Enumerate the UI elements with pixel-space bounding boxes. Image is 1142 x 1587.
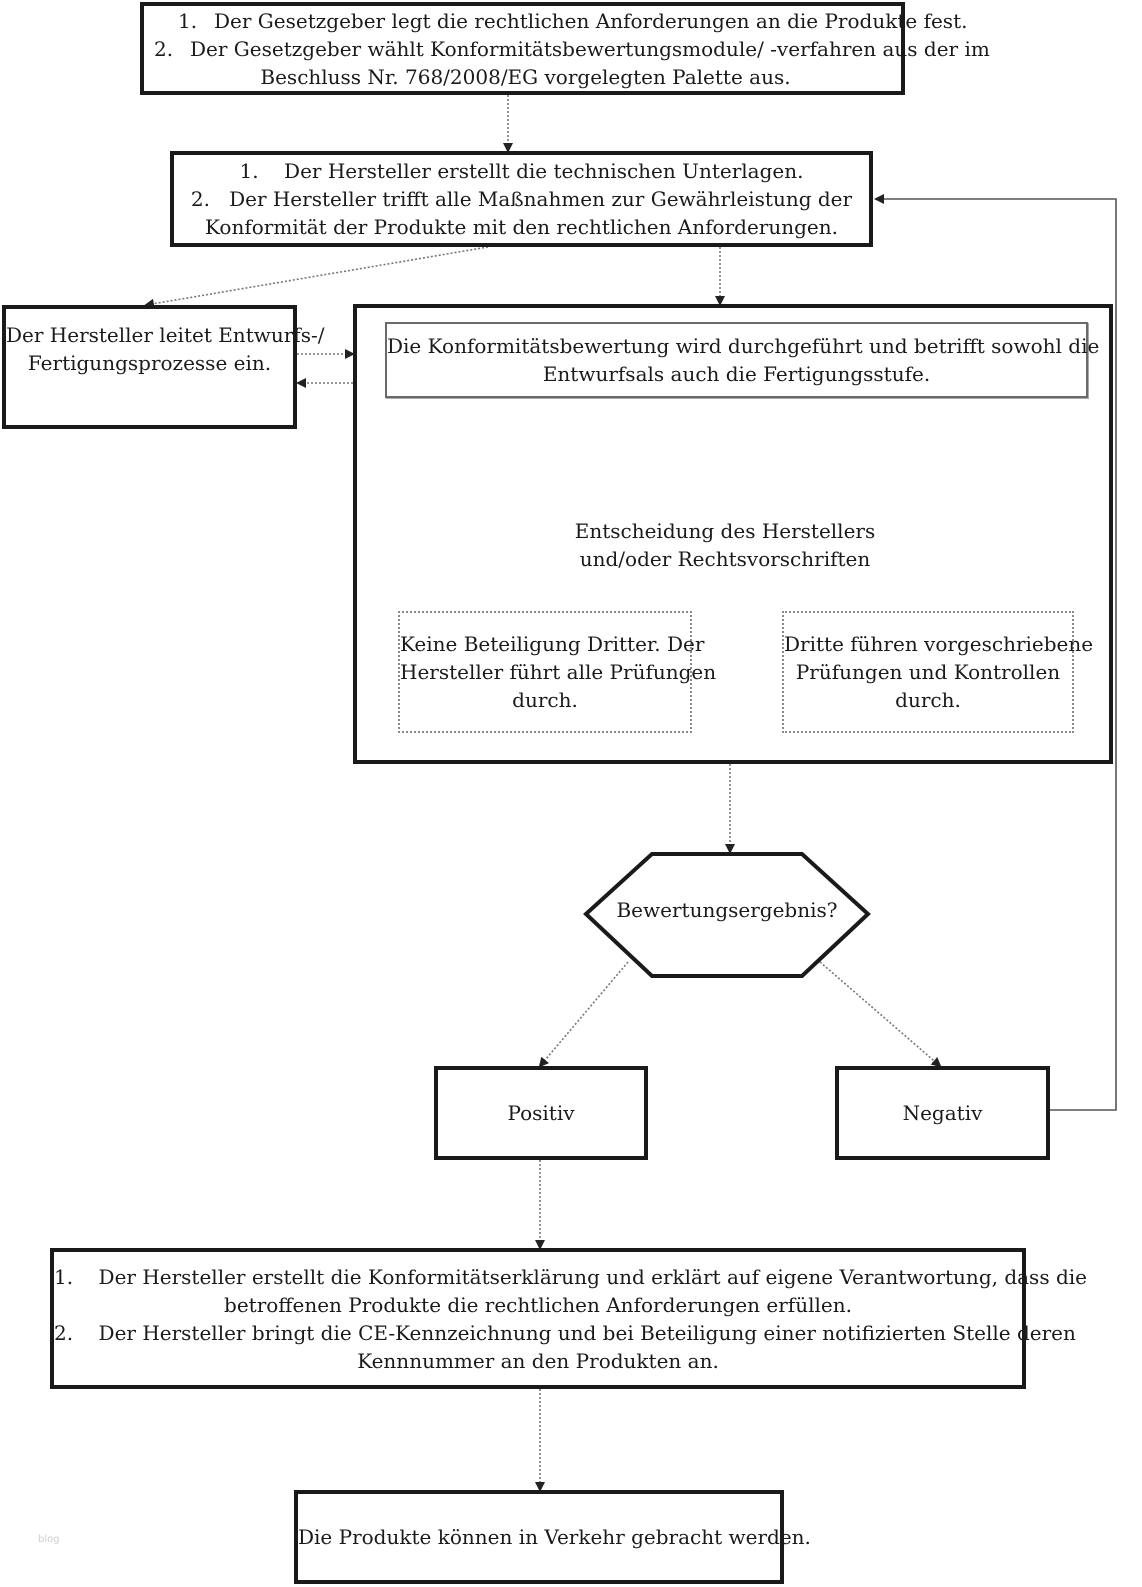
legislator-item-2: 2.Der Gesetzgeber wählt Konformitätsbewe… — [154, 36, 990, 61]
option-b-line-1: Dritte führen vorgeschriebene — [784, 632, 1094, 656]
arrow-negative-loop — [874, 194, 1117, 1111]
watermark: blog — [38, 1534, 60, 1545]
option-a-line-2: Hersteller führt alle Prüfungen — [400, 660, 717, 684]
negative-box: Negativ — [835, 1066, 1050, 1160]
design-process-box: Der Hersteller leitet Entwurfs-/ Fertigu… — [2, 305, 325, 429]
decision-line-1: Entscheidung des Herstellers — [574, 519, 876, 543]
option-a-line-3: durch. — [512, 688, 578, 712]
declaration-item-1-continuation: betroffenen Produkte die rechtlichen Anf… — [224, 1292, 852, 1317]
final-box: Die Produkte können in Verkehr gebracht … — [294, 1490, 811, 1584]
positive-box: Positiv — [434, 1066, 648, 1160]
result-label: Bewertungsergebnis? — [616, 898, 838, 922]
assessment-box: Die Konformitätsbewertung wird durchgefü… — [385, 322, 1100, 398]
legislator-continuation: Beschluss Nr. 768/2008/EG vorgelegten Pa… — [260, 64, 791, 89]
decision-line-2: und/oder Rechtsvorschriften — [579, 547, 871, 571]
option-a-line-1: Keine Beteiligung Dritter. Der — [400, 632, 705, 656]
arrow-result-positive — [538, 961, 629, 1068]
manufacturer-docs-box: 1. Der Hersteller erstellt die technisch… — [170, 151, 873, 247]
declaration-item-2-continuation: Kennnummer an den Produkten an. — [357, 1348, 719, 1373]
option-b-line-2: Prüfungen und Kontrollen — [795, 660, 1061, 684]
decision-label: Entscheidung des Herstellers und/oder Re… — [560, 517, 890, 573]
option-third-party: Dritte führen vorgeschriebene Prüfungen … — [782, 611, 1094, 733]
declaration-box: 1. Der Hersteller erstellt die Konformit… — [50, 1248, 1087, 1389]
arrow-step2-left — [144, 246, 489, 309]
assessment-line-1: Die Konformitätsbewertung wird durchgefü… — [387, 334, 1100, 358]
manufacturer-docs-item-2: 2. Der Hersteller trifft alle Maßnahmen … — [190, 187, 853, 211]
declaration-item-1: 1. Der Hersteller erstellt die Konformit… — [54, 1264, 1087, 1289]
declaration-item-2: 2. Der Hersteller bringt die CE-Kennzeic… — [54, 1320, 1076, 1345]
option-no-third-party: Keine Beteiligung Dritter. Der Herstelle… — [398, 611, 717, 733]
option-b-line-3: durch. — [895, 688, 961, 712]
legislator-box: 1.Der Gesetzgeber legt die rechtlichen A… — [140, 2, 990, 95]
manufacturer-docs-continuation: Konformität der Produkte mit den rechtli… — [205, 215, 838, 239]
arrow-result-negative — [819, 961, 942, 1068]
legislator-item-1: 1.Der Gesetzgeber legt die rechtlichen A… — [178, 8, 968, 33]
manufacturer-docs-item-1: 1. Der Hersteller erstellt die technisch… — [239, 159, 804, 183]
assessment-line-2: Entwurfsals auch die Fertigungsstufe. — [542, 362, 931, 386]
design-process-line-2: Fertigungsprozesse ein. — [27, 351, 272, 375]
design-process-line-1: Der Hersteller leitet Entwurfs-/ — [6, 323, 325, 347]
result-hexagon — [583, 852, 871, 978]
